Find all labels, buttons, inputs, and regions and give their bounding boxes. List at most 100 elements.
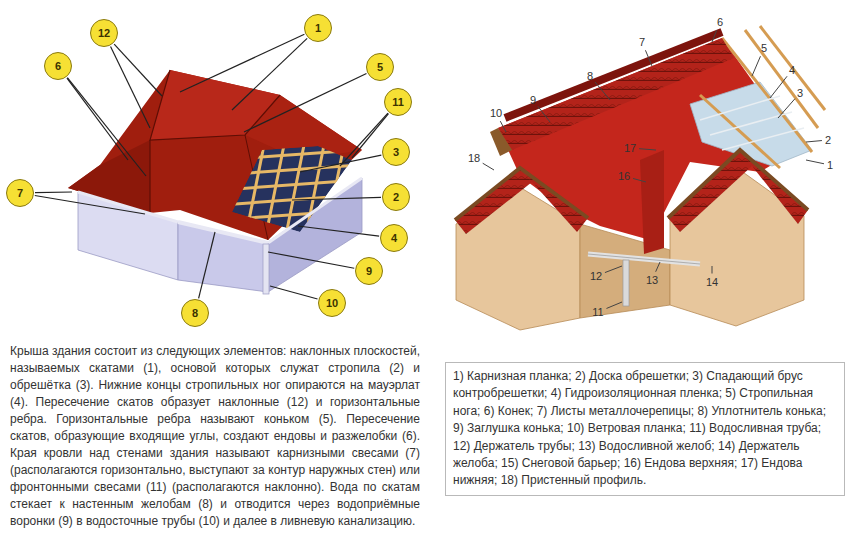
right-gutter	[588, 254, 700, 306]
leader-line	[67, 78, 146, 176]
leader-line	[606, 302, 622, 308]
leader-line	[180, 34, 304, 92]
callout-circle: 9	[355, 257, 383, 285]
right-gutter-part	[623, 260, 629, 306]
callout-circle: 10	[318, 289, 346, 317]
leader-line	[806, 141, 822, 142]
left-roof-framing-part-part	[305, 140, 325, 240]
left-roof-slopes-part	[149, 140, 150, 213]
leader-line	[806, 160, 824, 164]
right-roof-tiles-part	[498, 38, 734, 150]
left-roof-framing-part-part	[325, 140, 345, 240]
callout-number: 12	[98, 28, 110, 39]
description-text: Крыша здания состоит из следующих элемен…	[10, 343, 420, 530]
key-text-box: 1) Карнизная планка; 2) Доска обрешетки;…	[445, 362, 845, 496]
right-roof-underlay-part-part	[760, 26, 825, 110]
leader-line	[199, 232, 215, 298]
part-number: 5	[761, 43, 767, 54]
part-number: 7	[639, 37, 645, 48]
right-roof-tiles-part	[490, 128, 512, 156]
right-gutter-part	[588, 254, 700, 264]
left-roof-framing-part-part	[220, 150, 360, 160]
part-number: 17	[624, 143, 636, 154]
callout-number: 5	[377, 62, 383, 73]
leader-line	[752, 56, 760, 76]
callout-number: 4	[391, 233, 397, 244]
leader-line	[605, 266, 622, 273]
right-roof-tiles-part	[668, 150, 752, 232]
callout-number: 10	[326, 298, 338, 309]
callout-circle: 5	[366, 53, 394, 81]
part-number: 16	[618, 171, 630, 182]
callout-number: 7	[17, 188, 23, 199]
callout-circle: 8	[181, 299, 209, 327]
callout-circle: 12	[90, 19, 118, 47]
right-roof-tiles-part	[668, 150, 808, 218]
left-roof-slopes-part	[68, 70, 362, 240]
callout-circle: 4	[380, 224, 408, 252]
left-roof-framing-part-part	[220, 195, 360, 205]
callout-circle: 2	[382, 183, 410, 211]
part-number: 9	[530, 95, 536, 106]
leader-line	[633, 178, 646, 182]
leader-line	[483, 163, 494, 170]
part-number: 3	[797, 88, 803, 99]
key-text: 1) Карнизная планка; 2) Доска обрешетки;…	[453, 369, 826, 487]
part-number: 10	[490, 108, 502, 119]
right-roof-underlay-part-part	[700, 96, 780, 120]
leader-line	[500, 121, 506, 132]
left-gutter-part	[178, 222, 268, 243]
left-roof-framing-part-part	[265, 140, 285, 240]
callout-circle: 6	[44, 52, 72, 80]
leader-line	[270, 286, 318, 299]
leader-line	[244, 73, 366, 132]
leader-line	[111, 47, 150, 128]
left-roof-slopes-part	[150, 70, 280, 140]
callout-number: 2	[393, 192, 399, 203]
left-roof-slopes	[68, 70, 362, 240]
right-roof-underlay-part	[640, 150, 664, 254]
callout-number: 3	[393, 147, 399, 158]
leader-line	[595, 82, 610, 100]
leader-line	[67, 78, 128, 160]
callout-number: 8	[192, 308, 198, 319]
callout-circle: 7	[6, 179, 34, 207]
callout-circle: 1	[304, 14, 332, 42]
part-number: 2	[825, 135, 831, 146]
leader-line	[770, 76, 787, 98]
callout-number: 11	[392, 97, 404, 108]
callout-number: 9	[366, 266, 372, 277]
callout-number: 1	[315, 23, 321, 34]
leader-line	[268, 252, 354, 268]
leader-line	[656, 262, 660, 272]
right-roof-underlay-part-part	[722, 128, 804, 150]
left-gutter-part	[78, 192, 178, 222]
leader-line	[538, 106, 550, 122]
right-roof-tiles	[455, 32, 808, 234]
right-roof-underlay-part-part	[745, 30, 818, 128]
left-roof-framing	[220, 140, 360, 240]
left-roof-framing-part	[220, 140, 360, 240]
left-roof-framing-part-part	[245, 140, 265, 240]
part-number: 8	[587, 71, 593, 82]
left-gutter-part	[268, 178, 362, 243]
leader-line	[778, 99, 795, 118]
right-roof-tiles-part	[455, 168, 588, 220]
part-number: 4	[789, 65, 795, 76]
leader-line	[35, 191, 72, 193]
part-number: 12	[590, 271, 602, 282]
part-number: 13	[646, 275, 658, 286]
callout-circle: 11	[384, 88, 412, 116]
part-number: 18	[468, 153, 480, 164]
part-number: 11	[592, 307, 603, 318]
leader-line	[298, 226, 379, 236]
callout-number: 6	[55, 61, 61, 72]
leader-line	[645, 50, 652, 66]
leader-line	[712, 266, 713, 274]
right-gutter-part	[588, 254, 700, 264]
leader-line	[300, 155, 381, 172]
leader-line	[232, 38, 307, 110]
callout-circle: 3	[382, 138, 410, 166]
part-number: 14	[706, 277, 718, 288]
